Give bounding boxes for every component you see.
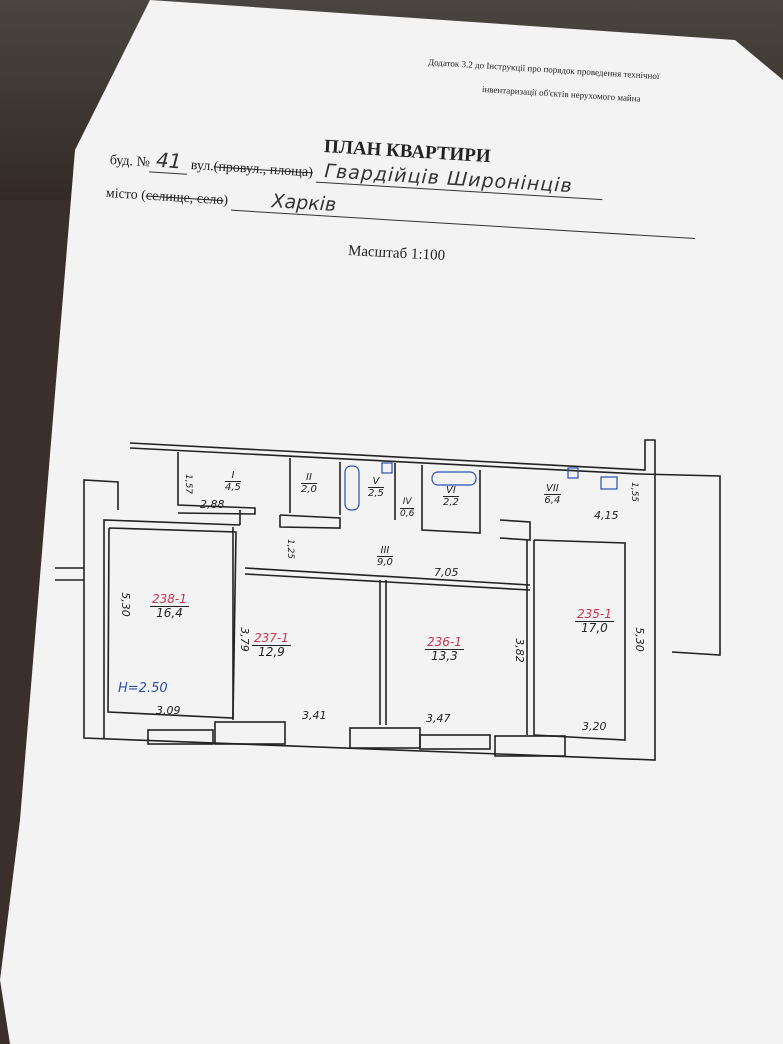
inner-walls [107,452,626,741]
dimension-label: 1,57 [183,473,194,495]
dimension-label: 5,30 [118,592,132,617]
sink-icon [381,462,393,474]
dimension-label: 7,05 [434,566,459,579]
outer-walls [55,439,721,761]
dimension-label: 3,79 [237,627,251,652]
dimension-label: 3,09 [156,704,181,717]
dimension-label: 4,15 [594,509,619,522]
dimension-label: 5,30 [632,627,646,652]
dimension-label: 1,55 [629,481,640,503]
dimension-label: 3,41 [302,709,327,722]
fixtures [344,462,618,511]
bathtub-icon [344,465,360,511]
sink-icon [567,467,579,479]
dimension-label: 1,25 [285,538,296,560]
stove-icon [600,476,618,490]
ceiling-height-label: H=2.50 [118,681,168,696]
dimension-label: 3,20 [582,720,607,733]
bathtub-icon [431,471,477,486]
dimension-label: 3,82 [512,638,526,663]
dimension-label: 2,88 [200,498,225,511]
dimension-label: 3,47 [426,712,451,725]
